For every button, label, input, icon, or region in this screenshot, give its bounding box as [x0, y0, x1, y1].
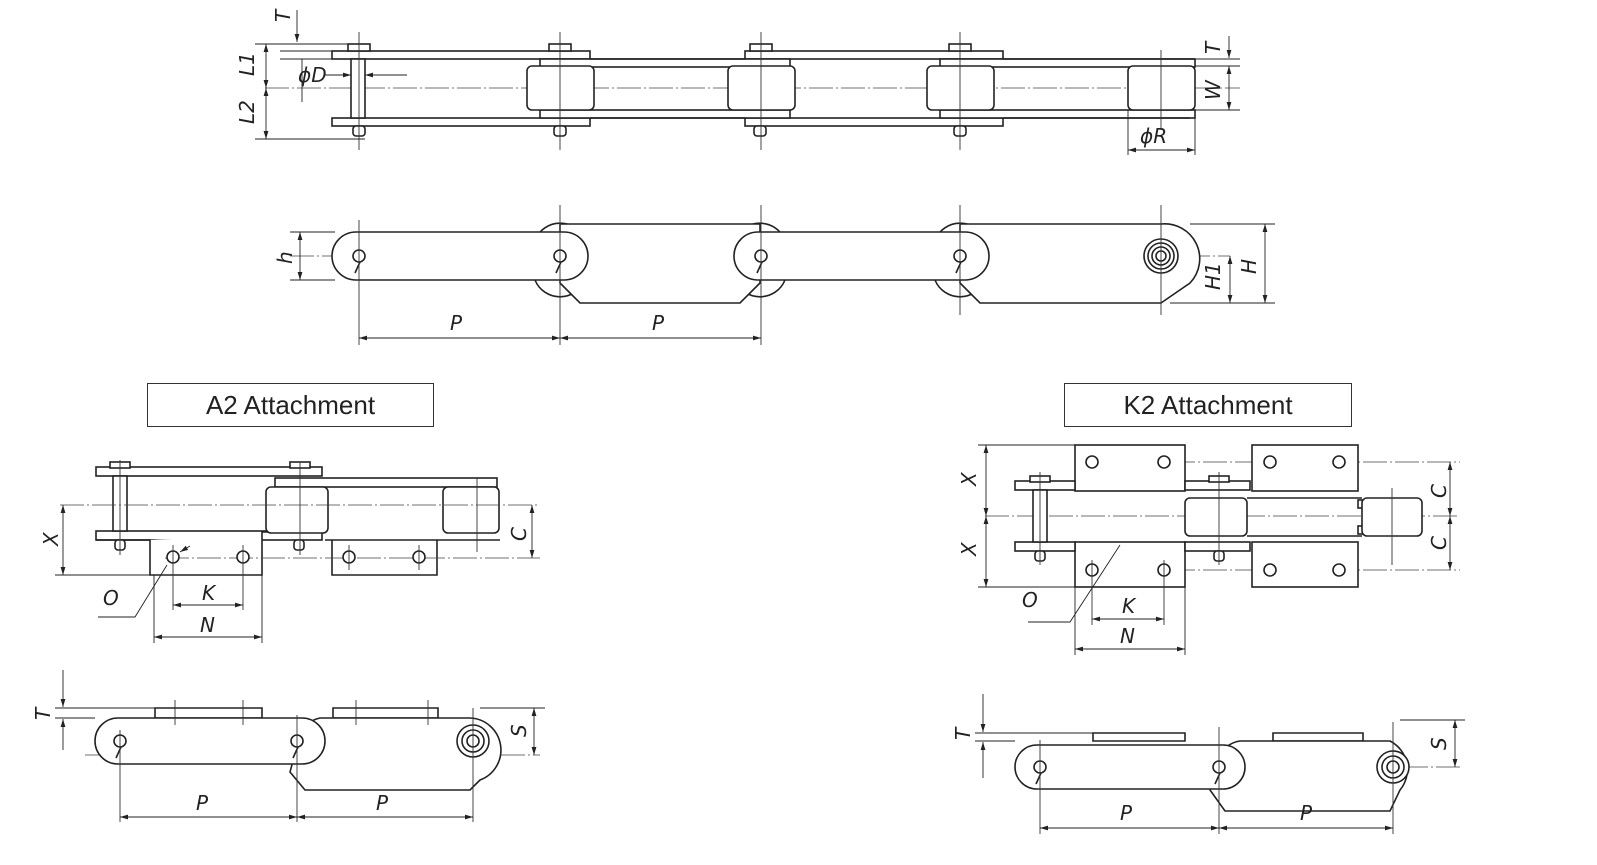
k2-attachment-title: K2 Attachment	[1064, 383, 1352, 427]
dim-label-S: S	[1427, 737, 1451, 750]
dim-label-P1: P	[450, 311, 463, 335]
dim-label-P1: P	[196, 791, 209, 815]
dim-label-C1: C	[1427, 484, 1451, 498]
a2-side-view: T S P P	[31, 670, 545, 822]
dim-label-h: h	[273, 251, 297, 264]
dim-label-N: N	[200, 613, 215, 637]
k2-plan-view: X X C C O K N	[957, 444, 1460, 655]
dim-label-N: N	[1120, 624, 1135, 648]
dim-label-O: O	[1022, 588, 1038, 612]
dim-label-H1: H1	[1201, 262, 1225, 290]
dim-label-T: T	[31, 706, 55, 720]
dim-label-R: ϕR	[1140, 124, 1167, 148]
dim-label-P1: P	[1120, 801, 1133, 825]
dim-label-O: O	[103, 586, 119, 610]
top-view: T L1 L2 ϕD T W ϕR	[235, 8, 1240, 155]
dim-label-T: T	[951, 726, 975, 740]
cotter-pin-icon	[352, 125, 967, 137]
dim-label-C: C	[507, 527, 531, 541]
dim-label-K: K	[202, 581, 217, 605]
dim-label-P2: P	[376, 791, 389, 815]
dim-label-P2: P	[652, 311, 665, 335]
dim-label-L1: L1	[235, 52, 259, 76]
a2-attachment-title: A2 Attachment	[147, 383, 434, 427]
dim-label-S: S	[507, 724, 531, 737]
a2-plan-view: X C O K N	[39, 460, 540, 643]
dim-label-P2: P	[1300, 801, 1313, 825]
dim-label-C2: C	[1427, 536, 1451, 550]
bolt-hole-icon	[1085, 455, 1346, 577]
dim-label-X2: X	[957, 541, 981, 557]
dim-label-X1: X	[957, 471, 981, 487]
dim-label-X: X	[39, 531, 63, 547]
dim-label-W: W	[1201, 79, 1225, 100]
dim-label-L2: L2	[235, 100, 259, 124]
dim-label-H: H	[1237, 259, 1261, 274]
k2-side-view: T S P P	[951, 694, 1465, 834]
dim-label-D: ϕD	[298, 63, 327, 87]
dim-label-T: T	[271, 8, 295, 22]
dim-label-K: K	[1122, 594, 1137, 618]
dim-label-T-right: T	[1201, 40, 1225, 54]
side-view: h P P H1 H	[273, 205, 1275, 345]
